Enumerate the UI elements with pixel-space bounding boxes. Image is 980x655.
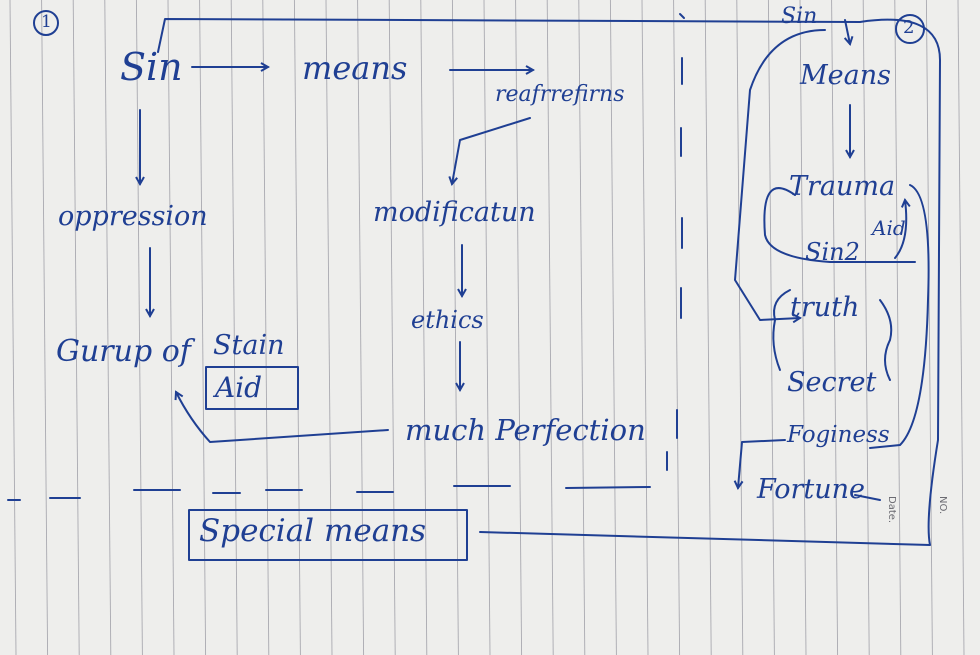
node-reaffirmations: reafrrefirns (495, 82, 625, 107)
rule-line (767, 0, 775, 655)
rule-line (420, 0, 428, 655)
node-sin: Sin (120, 45, 183, 89)
arrow-reaffirmations-to-modification (452, 117, 531, 184)
right-node-truth: truth (790, 292, 860, 323)
date-label: Date. (886, 496, 897, 524)
rule-line (515, 0, 523, 655)
rule-line (41, 0, 49, 655)
rule-line (199, 0, 207, 655)
brace-right-truth (879, 299, 893, 381)
rule-line (293, 0, 301, 655)
right-node-means: Means (800, 60, 891, 91)
rule-line (9, 0, 17, 655)
rule-line (483, 0, 491, 655)
right-frame-line (157, 18, 941, 546)
loop-trauma-to-sin2 (763, 187, 916, 263)
right-node-secret: Secret (787, 367, 877, 398)
trauma-right-loop (869, 184, 930, 449)
rule-line (704, 0, 712, 655)
right-node-aid: Aid (872, 216, 906, 240)
node-much-perfection: much Perfection (405, 413, 646, 447)
left-page-number: 1 (41, 12, 52, 32)
node-means: means (302, 49, 408, 87)
divider-dash (679, 13, 685, 19)
right-page-number: 2 (903, 17, 915, 38)
node-aid: Aid (215, 371, 263, 404)
rule-line (957, 0, 965, 655)
rule-line (862, 0, 870, 655)
rule-line (894, 0, 902, 655)
special-means-box (188, 509, 468, 561)
rule-line (325, 0, 333, 655)
node-modification: modificatun (373, 197, 536, 228)
aid-box (205, 366, 299, 410)
rule-line (578, 0, 586, 655)
rule-line (72, 0, 80, 655)
rule-line (104, 0, 112, 655)
rule-line (230, 0, 238, 655)
left-page-number-circle (33, 10, 59, 36)
rule-line (262, 0, 270, 655)
right-page-number-circle (895, 14, 925, 44)
rule-line (357, 0, 365, 655)
bracket-truth-secret (772, 289, 791, 371)
node-stain: Stain (213, 330, 285, 361)
number-label: NO. (937, 496, 948, 515)
separator-dash (565, 486, 651, 489)
rule-line (167, 0, 175, 655)
node-oppression: oppression (58, 201, 208, 232)
right-node-forgiveness: Foginess (787, 422, 890, 448)
rule-line (135, 0, 143, 655)
arrow-forgiveness-to-fortune (738, 439, 786, 488)
arrow-perfection-back-to-aid (176, 392, 389, 443)
rule-line (546, 0, 554, 655)
node-group-of: Gurup of (56, 334, 191, 369)
special-means-label: Special means (199, 513, 427, 549)
rule-line (799, 0, 807, 655)
rule-line (831, 0, 839, 655)
right-node-trauma: Trauma (789, 171, 896, 202)
arrow-sin-to-means-right (845, 19, 850, 44)
rule-line (673, 0, 681, 655)
fortune-tail (854, 494, 881, 501)
loop-sin-to-truth (734, 29, 826, 320)
right-node-sin2: Sin2 (805, 238, 860, 266)
rule-line (609, 0, 617, 655)
node-ethics: ethics (411, 306, 484, 334)
rule-line (736, 0, 744, 655)
rule-line (388, 0, 396, 655)
rule-line (925, 0, 933, 655)
rule-line (451, 0, 459, 655)
right-node-sin: Sin (781, 4, 818, 29)
arrow-up-to-trauma (894, 200, 906, 259)
rule-line (641, 0, 649, 655)
right-node-fortune: Fortune (757, 474, 866, 505)
